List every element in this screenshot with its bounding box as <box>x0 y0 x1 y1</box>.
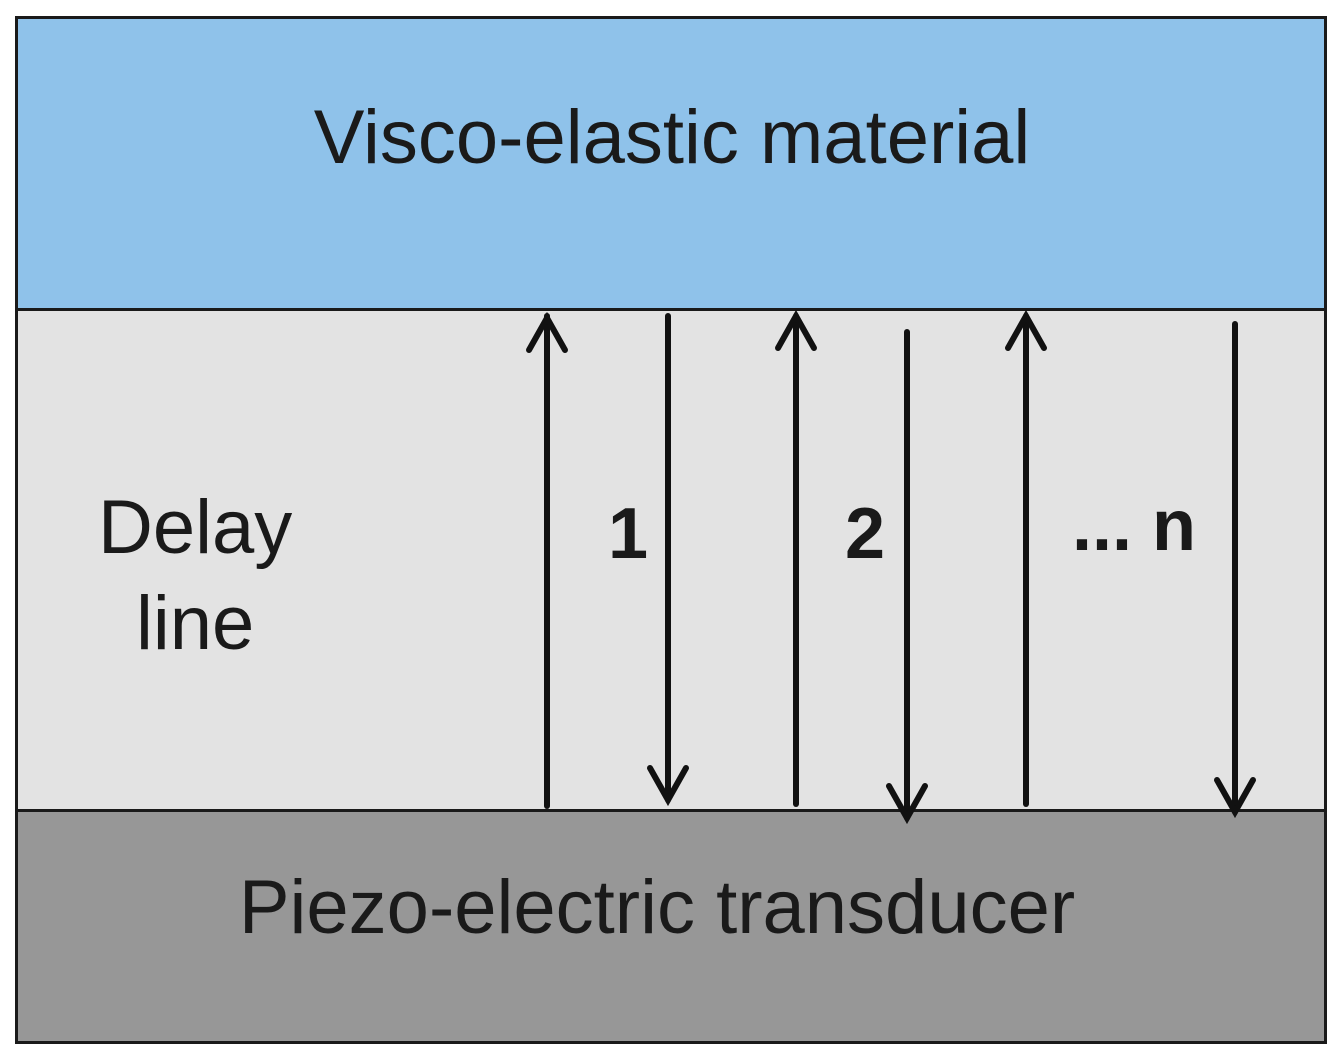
delay-line-label-line1: Delay <box>98 485 293 570</box>
reflection-label-n: ... n <box>1072 486 1196 566</box>
down-arrow-n <box>1214 321 1256 819</box>
visco-elastic-layer <box>18 19 1324 311</box>
delay-line-label: Delay line <box>98 480 292 672</box>
visco-elastic-label: Visco-elastic material <box>313 95 1031 180</box>
reflection-label-1: 1 <box>608 494 649 574</box>
transducer-label: Piezo-electric transducer <box>238 865 1076 950</box>
up-arrow-1 <box>526 311 568 809</box>
up-arrow-3 <box>1005 309 1047 807</box>
reflection-label-2: 2 <box>845 494 886 574</box>
up-arrow-2 <box>775 309 817 807</box>
delay-line-label-line2: line <box>136 581 255 666</box>
down-arrow-1 <box>647 313 689 807</box>
transducer-layer <box>18 809 1324 1041</box>
down-arrow-2 <box>886 329 928 825</box>
